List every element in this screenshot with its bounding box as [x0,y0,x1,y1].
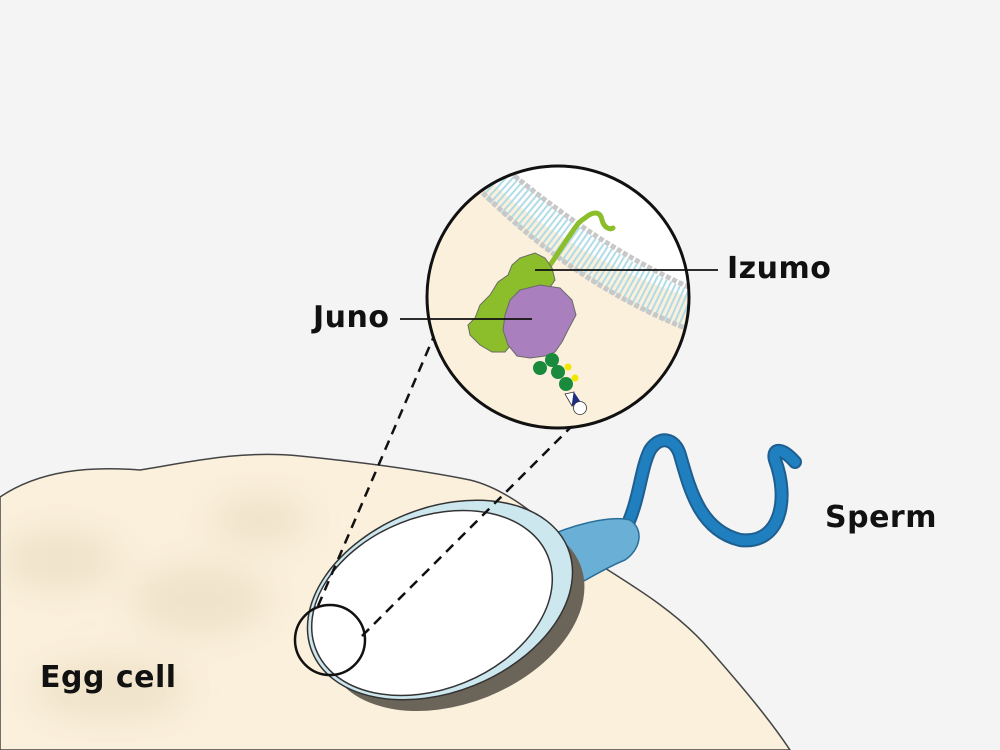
sperm-label: Sperm [825,500,937,535]
izumo-label: Izumo [727,251,832,286]
egg-cell-label: Egg cell [40,660,177,695]
zoom-line-left [316,335,436,607]
zoom-source-circle [293,603,367,677]
zoom-line-right [361,427,571,637]
membrane-bilayer [466,166,689,333]
sperm-head [310,509,554,697]
magnified-view [427,166,689,428]
izumo-anchor [545,210,616,271]
magnified-circle-border [425,164,691,430]
juno-label: Juno [313,300,390,335]
egg-texture [0,495,310,720]
